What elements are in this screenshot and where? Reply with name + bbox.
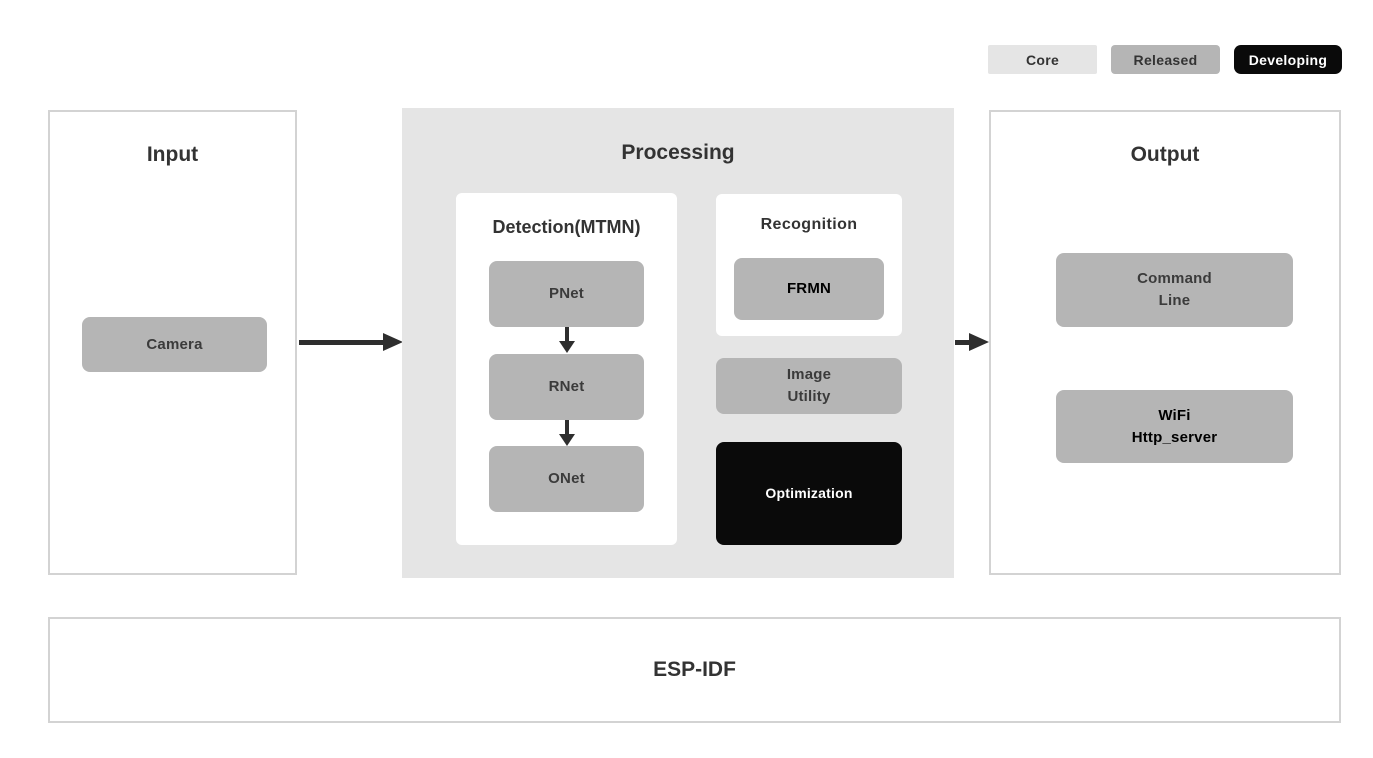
optimization-block: Optimization — [716, 442, 902, 545]
rnet-to-onet-arrow — [559, 420, 575, 446]
output-panel-title: Output — [1130, 143, 1200, 166]
arrow-head-icon — [383, 333, 403, 351]
legend-released-badge: Released — [1111, 45, 1220, 74]
legend: Core Released Developing — [988, 45, 1342, 74]
pnet-to-rnet-arrow — [559, 327, 575, 353]
arrow-head-icon — [559, 434, 575, 446]
rnet-block: RNet — [489, 354, 644, 420]
arrow-shaft — [955, 339, 969, 345]
processing-panel-title: Processing — [621, 141, 735, 164]
legend-developing-badge: Developing — [1234, 45, 1342, 74]
wifi-http-server-block: WiFi Http_server — [1056, 390, 1293, 463]
onet-block: ONet — [489, 446, 644, 512]
recognition-box: Recognition FRMN — [716, 194, 902, 336]
arrow-head-icon — [969, 333, 989, 351]
camera-block: Camera — [82, 317, 267, 372]
arrow-shaft — [565, 327, 569, 341]
pnet-block: PNet — [489, 261, 644, 327]
arrow-shaft — [299, 339, 383, 345]
processing-to-output-arrow — [955, 333, 989, 351]
image-utility-block: Image Utility — [716, 358, 902, 414]
frmn-block: FRMN — [734, 258, 884, 320]
arrow-head-icon — [559, 341, 575, 353]
arrow-shaft — [565, 420, 569, 434]
input-panel-title: Input — [146, 143, 199, 166]
esp-idf-title: ESP-IDF — [653, 658, 736, 681]
recognition-title: Recognition — [760, 216, 858, 233]
esp-idf-panel: ESP-IDF — [48, 617, 1341, 723]
legend-core-badge: Core — [988, 45, 1097, 74]
detection-box: Detection(MTMN) PNet RNet ONet — [456, 193, 677, 545]
detection-title: Detection(MTMN) — [492, 217, 641, 237]
output-panel: Output Command Line WiFi Http_server — [989, 110, 1341, 575]
input-to-processing-arrow — [299, 333, 403, 351]
command-line-block: Command Line — [1056, 253, 1293, 327]
input-panel: Input Camera — [48, 110, 297, 575]
processing-panel: Processing Detection(MTMN) PNet RNet ONe… — [402, 108, 954, 578]
